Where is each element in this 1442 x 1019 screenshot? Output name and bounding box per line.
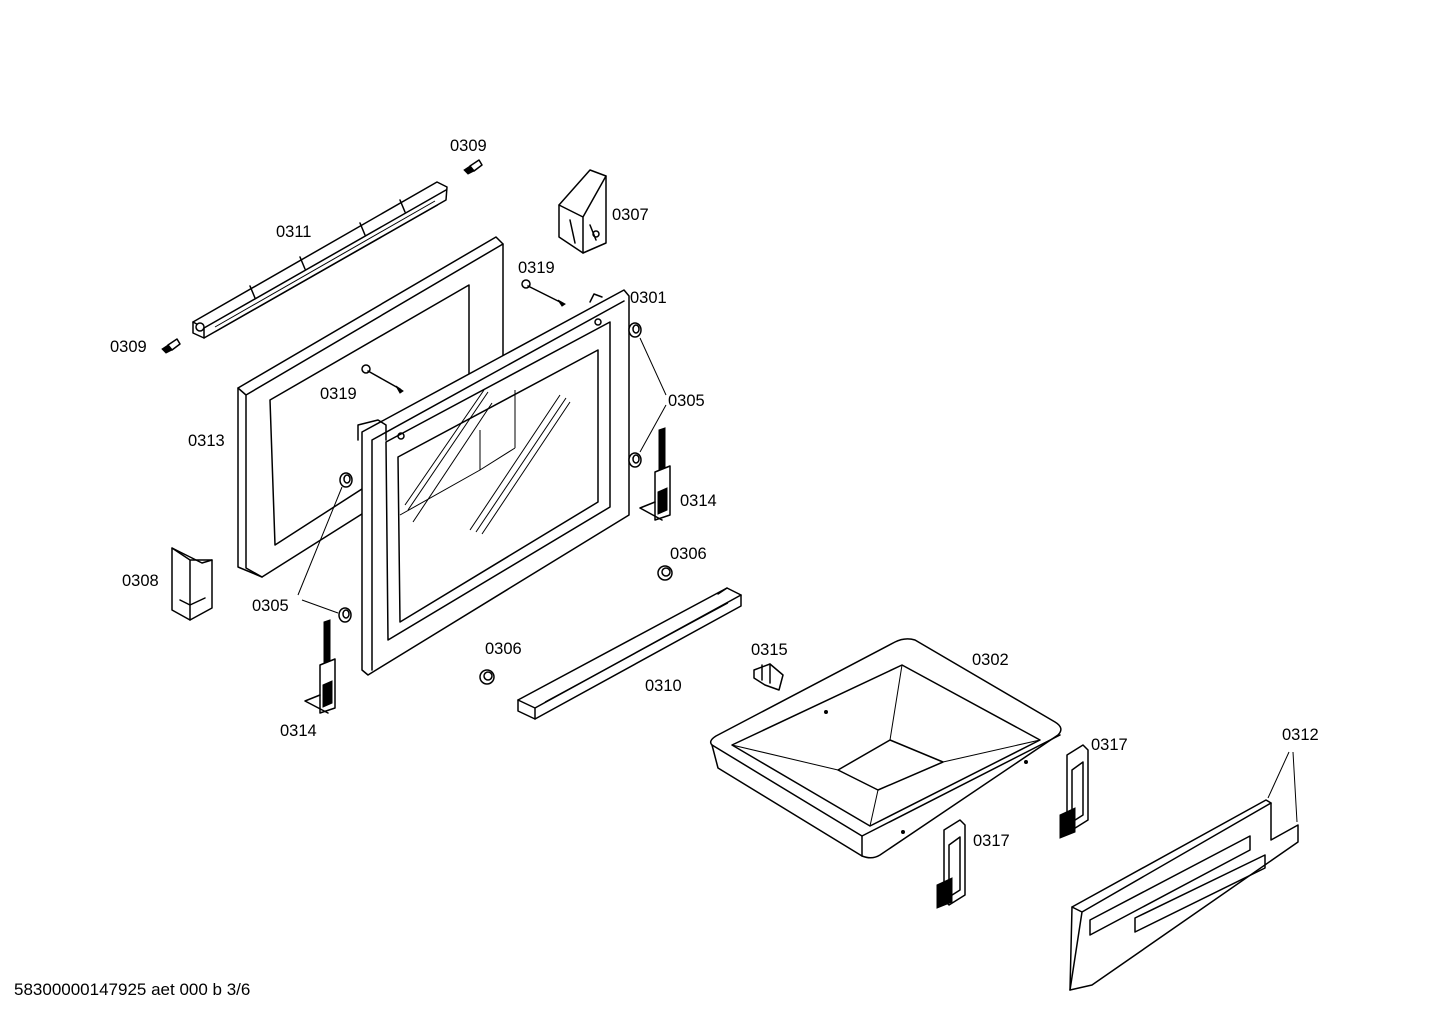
part-0306-cap-right <box>657 565 673 581</box>
label-0301: 0301 <box>630 289 667 307</box>
part-0305-bushing-upper-right <box>628 322 642 338</box>
part-0310-door-handle <box>517 587 742 720</box>
label-0317-mid: 0317 <box>973 832 1010 850</box>
label-0314-right: 0314 <box>680 492 717 510</box>
part-0317-runner-right <box>1059 744 1089 839</box>
label-0305-right: 0305 <box>668 392 705 410</box>
part-0311-door-trim-rail <box>192 181 448 339</box>
label-0306-right: 0306 <box>670 545 707 563</box>
label-0312: 0312 <box>1282 726 1319 744</box>
label-0315: 0315 <box>751 641 788 659</box>
part-0306-cap-left <box>479 669 495 685</box>
label-0313: 0313 <box>188 432 225 450</box>
label-0302: 0302 <box>972 651 1009 669</box>
part-0319-pin-mid <box>361 364 404 394</box>
part-0308-bracket <box>171 547 213 621</box>
part-0317-runner-mid <box>936 819 966 909</box>
part-0309-screw-top <box>463 159 483 175</box>
part-0314-hinge-left <box>304 619 336 714</box>
drawing-reference-code: 58300000147925 aet 000 b 3/6 <box>14 980 251 999</box>
part-0309-screw-left <box>161 338 181 354</box>
part-0319-pin-top <box>521 279 566 307</box>
label-0319-mid: 0319 <box>320 385 357 403</box>
label-0319-top: 0319 <box>518 259 555 277</box>
label-0308: 0308 <box>122 572 159 590</box>
label-0317-right: 0317 <box>1091 736 1128 754</box>
part-0302-baking-tray <box>709 638 1062 859</box>
part-0301-outer-door-glass <box>357 289 630 676</box>
label-0306-left: 0306 <box>485 640 522 658</box>
part-0312-drawer-front <box>1069 799 1299 991</box>
label-0309-left: 0309 <box>110 338 147 356</box>
part-0305-bushing-upper-left <box>339 472 353 488</box>
part-0305-bushing-lower-right <box>628 452 642 468</box>
label-0307: 0307 <box>612 206 649 224</box>
label-0305-left: 0305 <box>252 597 289 615</box>
part-0314-hinge-right <box>639 427 671 521</box>
label-0310: 0310 <box>645 677 682 695</box>
label-0311: 0311 <box>276 223 311 241</box>
part-0305-bushing-lower-left <box>338 607 352 623</box>
label-0314-left: 0314 <box>280 722 317 740</box>
part-0307-hinge-bracket <box>558 169 607 254</box>
part-0315-clip <box>753 663 784 691</box>
label-0309-top: 0309 <box>450 137 487 155</box>
